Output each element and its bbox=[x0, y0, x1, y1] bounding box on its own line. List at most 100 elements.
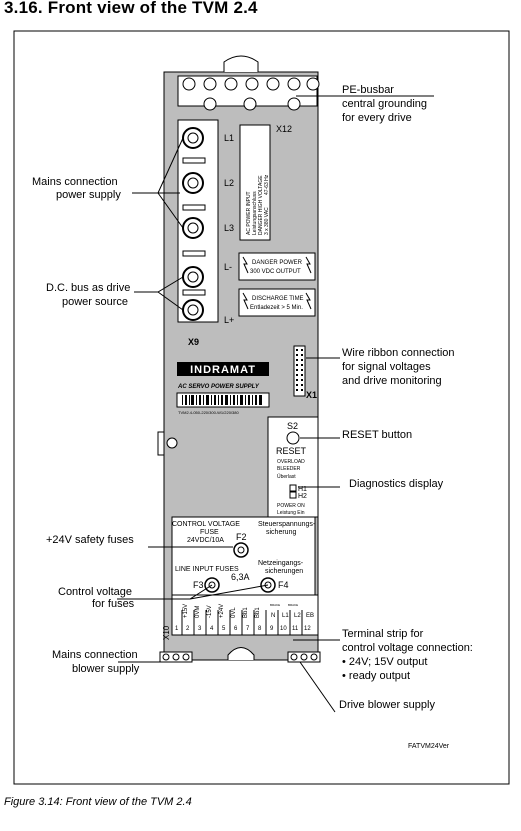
terminal-label-4: +24V bbox=[219, 604, 225, 618]
reset-button[interactable] bbox=[286, 431, 300, 445]
terminal-label-1: +15V bbox=[183, 604, 189, 618]
terminal-num: 7 bbox=[246, 626, 250, 632]
vertical-label-1: AC POWER INPUT bbox=[246, 191, 252, 235]
f4-label: F4 bbox=[278, 580, 289, 590]
terminal-dividers bbox=[181, 610, 303, 635]
overload-2: BLEEDER bbox=[277, 466, 301, 472]
x10-label: X10 bbox=[162, 625, 171, 640]
terminal-num: 5 bbox=[222, 626, 226, 632]
x9-label: X9 bbox=[188, 337, 199, 347]
terminal-label-n: N bbox=[271, 613, 275, 619]
callout-reset: RESET button bbox=[342, 429, 412, 441]
busbar-screw bbox=[287, 97, 301, 111]
s2-label: S2 bbox=[287, 421, 298, 431]
callout-control-2: for fuses bbox=[92, 598, 135, 610]
h2-label: H2 bbox=[298, 493, 307, 500]
phase-l2: L2 bbox=[224, 178, 234, 188]
danger-power-2: 300 VDC OUTPUT bbox=[250, 269, 301, 275]
callout-dc-1: D.C. bus as drive bbox=[46, 282, 130, 294]
line-fuses-label: LINE INPUT FUSES bbox=[175, 566, 239, 573]
terminal-lminus bbox=[182, 266, 204, 288]
bottom-notch bbox=[227, 647, 255, 660]
callout-dc-2: power source bbox=[62, 296, 128, 308]
f2-label: F2 bbox=[236, 532, 247, 542]
ribbon-pins bbox=[296, 349, 303, 391]
phase-l1: L1 bbox=[224, 133, 234, 143]
leader-lines bbox=[117, 95, 434, 713]
terminal-label-l2: L2 bbox=[294, 613, 301, 619]
terminal-num: 3 bbox=[198, 626, 202, 632]
callout-ribbon-3: and drive monitoring bbox=[342, 375, 442, 387]
callout-terminal-1: Terminal strip for bbox=[342, 628, 424, 640]
terminal-num: 10 bbox=[280, 626, 287, 632]
vertical-rating-2: 47-63 Hz bbox=[264, 174, 270, 195]
figure-code: FATVM24Ver bbox=[408, 743, 450, 750]
top-notch bbox=[223, 55, 259, 72]
f3-label: F3 bbox=[193, 580, 204, 590]
h1-label: H1 bbox=[298, 486, 307, 493]
figure-caption: Figure 3.14: Front view of the TVM 2.4 bbox=[4, 796, 192, 808]
netz-2: sicherungen bbox=[265, 568, 303, 575]
terminal-screws bbox=[182, 127, 206, 321]
x12-label: X12 bbox=[276, 124, 292, 134]
terminal-num: 4 bbox=[210, 626, 214, 632]
terminal-l3 bbox=[182, 217, 204, 239]
vertical-label-2: Leistungsanschluss bbox=[252, 191, 258, 235]
callout-terminal-3: • 24V; 15V output bbox=[342, 656, 427, 668]
power-on-1: POWER ON bbox=[277, 503, 305, 509]
page-title: 3.16. Front view of the TVM 2.4 bbox=[4, 0, 258, 17]
lightning-icon bbox=[305, 292, 312, 310]
reset-label: RESET bbox=[276, 446, 307, 456]
leader-drive-blower bbox=[299, 661, 336, 713]
callout-blower-mains-1: Mains connection bbox=[52, 649, 138, 661]
netz-1: Netzeingangs- bbox=[258, 560, 304, 567]
terminal-num: 11 bbox=[292, 626, 299, 632]
terminal-l1 bbox=[182, 127, 204, 149]
terminal-num: 12 bbox=[304, 626, 311, 632]
terminal-num: 9 bbox=[270, 626, 274, 632]
terminal-label-eb: EB bbox=[306, 613, 314, 619]
terminal-label-5: 0VL bbox=[231, 607, 237, 618]
terminal-l2 bbox=[182, 172, 204, 194]
callout-diagnostics: Diagnostics display bbox=[349, 478, 444, 490]
brand-subtitle: AC SERVO POWER SUPPLY bbox=[177, 384, 260, 390]
busbar-screws bbox=[182, 77, 320, 111]
callout-terminal-4: • ready output bbox=[342, 670, 410, 682]
leader-mains-power bbox=[132, 137, 184, 229]
mount-hole bbox=[166, 437, 178, 449]
discharge-label bbox=[238, 288, 316, 317]
leader-dc-bus bbox=[134, 276, 184, 311]
dc-lminus: L- bbox=[224, 262, 232, 272]
figure-frame bbox=[13, 30, 510, 785]
callout-pe-2: central grounding bbox=[342, 98, 427, 110]
steuer-1: Steuerspannungs- bbox=[258, 521, 316, 528]
rating-label: 6,3A bbox=[231, 572, 250, 582]
power-on-2: Leistung Ein bbox=[277, 510, 305, 516]
terminal-num: 2 bbox=[186, 626, 190, 632]
vertical-label-3: DANGER HIGH VOLTAGE bbox=[258, 175, 264, 235]
dc-lplus: L+ bbox=[224, 315, 234, 325]
blower-small-1: BRAKE bbox=[270, 603, 280, 607]
steuer-2: sicherung bbox=[266, 529, 296, 536]
vertical-rating-1: 3 x 380 VAC bbox=[264, 207, 270, 235]
terminal-lplus bbox=[182, 299, 204, 321]
x1-label: X1 bbox=[306, 390, 317, 400]
busbar-screw bbox=[287, 77, 301, 91]
busbar-screw bbox=[306, 77, 320, 91]
busbar-screw bbox=[243, 97, 257, 111]
danger-power-1: DANGER POWER bbox=[252, 260, 303, 266]
danger-power-label bbox=[238, 252, 316, 281]
busbar-screw bbox=[182, 77, 196, 91]
led-h2 bbox=[289, 491, 297, 499]
callout-control-1: Control voltage bbox=[58, 586, 132, 598]
serial-number: TVM2.4-050-220/300-W1/220/380 bbox=[178, 410, 239, 415]
ribbon-connector-x1 bbox=[293, 345, 306, 397]
terminal-label-2: 0VM bbox=[195, 606, 201, 618]
busbar-screw bbox=[245, 77, 259, 91]
terminal-num: 6 bbox=[234, 626, 238, 632]
terminal-label-6: Bb1 bbox=[243, 607, 249, 618]
brand-name: INDRAMAT bbox=[190, 364, 256, 376]
busbar-screw bbox=[266, 77, 280, 91]
terminal-label-l1: L1 bbox=[282, 613, 289, 619]
